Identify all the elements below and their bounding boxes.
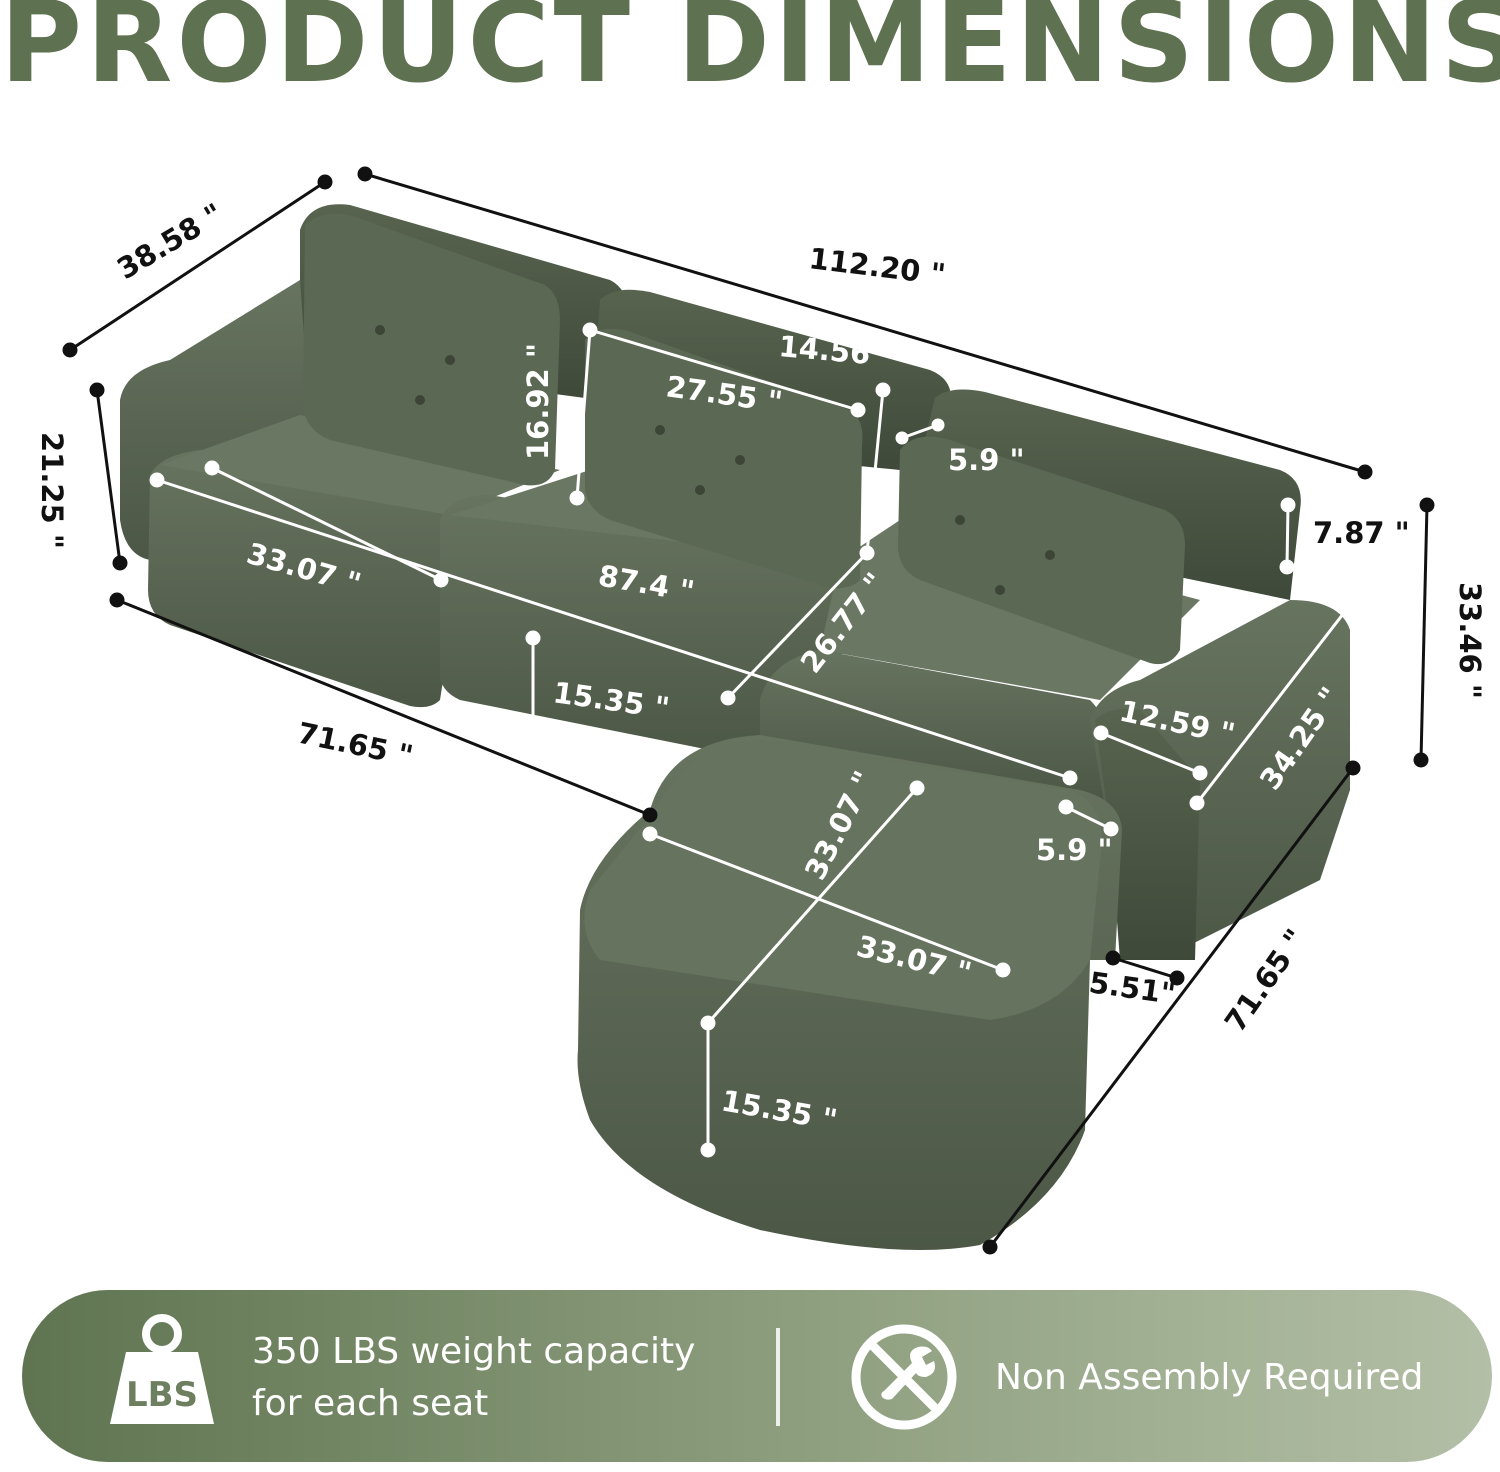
label-back-thickness: 5.9 " [948, 443, 1025, 477]
label-arm-height: 7.87 " [1313, 516, 1410, 550]
tufting-buttons [375, 325, 1055, 595]
page-title: PRODUCT DIMENSIONS [0, 0, 1500, 108]
label-cushion-height: 16.92 " [521, 343, 555, 460]
weight-capacity-line1: 350 LBS weight capacity [252, 1331, 696, 1372]
label-total-height: 33.46 " [1453, 582, 1487, 699]
sofa-left-arm [120, 280, 310, 560]
assembly-text: Non Assembly Required [995, 1357, 1424, 1398]
sofa-right-arm-front [1095, 708, 1200, 960]
feature-banner: LBS 350 LBS weight capacity for each sea… [22, 1290, 1492, 1462]
sofa-dimension-diagram: 38.58 " 112.20 " 21.25 " 16.92 " 27.55 "… [35, 166, 1487, 1255]
sofa-illustration [120, 204, 1350, 1250]
banner-divider [776, 1328, 780, 1426]
label-overall-depth: 38.58 " [111, 197, 229, 286]
weight-icon: LBS [110, 1314, 214, 1424]
weight-capacity-text: 350 LBS weight capacity for each seat [252, 1326, 695, 1430]
label-back-height: 21.25 " [35, 432, 69, 549]
label-right-length: 71.65 " [1218, 923, 1313, 1038]
cushion-middle [585, 328, 863, 589]
dimension-lines [62, 166, 1435, 1255]
label-ottoman-gap: 5.9 " [1036, 833, 1113, 867]
sofa-seat-left-top [160, 415, 560, 515]
sofa-seat-left [148, 450, 469, 708]
label-ottoman-offset: 5.51" [1087, 965, 1178, 1011]
weight-icon-label: LBS [126, 1375, 198, 1415]
label-left-length: 71.65 " [295, 716, 416, 774]
no-tools-icon [851, 1324, 957, 1430]
cushion-left [303, 213, 560, 486]
label-overall-width: 112.20 " [807, 241, 947, 291]
cushion-right [898, 436, 1185, 665]
ottoman-top [584, 740, 1102, 1020]
weight-capacity-line2: for each seat [252, 1383, 489, 1424]
